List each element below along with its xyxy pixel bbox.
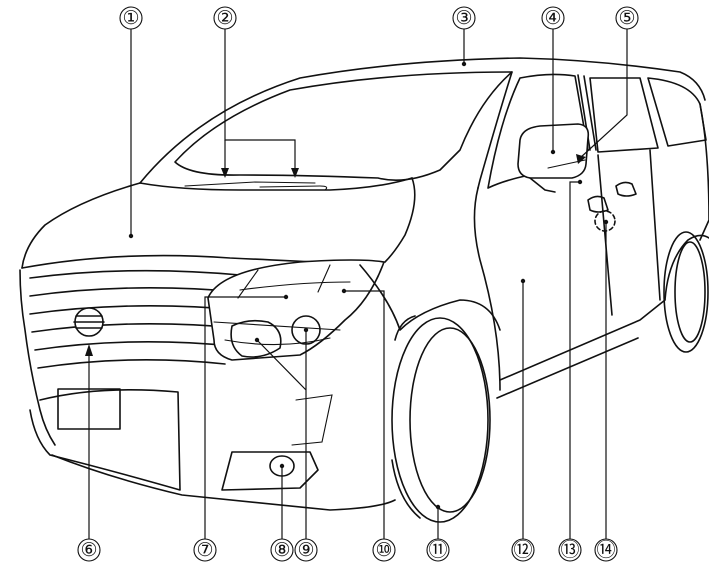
front-door-handle	[587, 195, 609, 213]
rear-quarter-window	[647, 77, 707, 147]
leader-2	[224, 28, 296, 176]
side-marker-fascia	[291, 394, 333, 446]
headlamp-line-upper	[239, 281, 351, 291]
callout-11: ⑪	[428, 539, 447, 561]
side-mirror-base	[529, 177, 556, 193]
callout-9: ⑨	[297, 539, 314, 561]
cowl-line	[139, 177, 413, 191]
body-side-line	[473, 187, 501, 391]
leader-5	[579, 28, 628, 159]
hood-outline	[21, 182, 141, 269]
callout-2: ②	[216, 7, 233, 29]
a-pillar	[477, 71, 513, 189]
windshield-outline	[174, 71, 513, 182]
rocker-panel	[499, 299, 666, 381]
front-bumper	[29, 388, 181, 491]
callout-7: ⑦	[196, 539, 213, 561]
callout-10: ⑩	[375, 539, 392, 561]
bumper-lower-edge	[51, 454, 396, 511]
sliding-door-handle	[615, 181, 637, 197]
callout-3: ③	[455, 7, 472, 29]
sliding-door-outline	[597, 149, 661, 316]
door-request-switch	[594, 210, 616, 232]
front-wheel	[391, 315, 491, 523]
rear-fender	[664, 234, 709, 301]
callout-1: ①	[122, 7, 139, 29]
callout-14: ⑭	[596, 539, 615, 561]
headlamp-line-mid	[237, 264, 331, 299]
low-beam-reflector	[230, 319, 282, 358]
callout-labels: ① ② ③ ④ ⑤ ⑥ ⑦ ⑧ ⑨ ⑩ ⑪ ⑫ ⑬ ⑭	[77, 6, 639, 562]
callout-13: ⑬	[560, 539, 579, 561]
callout-5: ⑤	[618, 7, 635, 29]
sill-lower	[496, 337, 639, 399]
headlamp-contour	[213, 321, 341, 346]
leader-10	[344, 290, 385, 540]
leader-lines	[85, 28, 628, 540]
callout-12: ⑫	[513, 539, 532, 561]
rear-corner	[699, 103, 709, 241]
leader-7	[204, 296, 286, 540]
wiper-blade-right	[259, 185, 328, 191]
sliding-door-window	[589, 77, 659, 153]
rear-wheel	[663, 231, 709, 353]
leader-9	[256, 330, 307, 540]
front-grille	[19, 269, 241, 446]
callout-6: ⑥	[80, 539, 97, 561]
hood-right-edge	[384, 177, 416, 263]
leader-13	[569, 181, 580, 540]
callout-4: ④	[544, 7, 561, 29]
headlamp-housing	[207, 259, 385, 361]
wiper-blade-left	[184, 181, 316, 187]
front-emblem	[73, 307, 105, 337]
fog-lamp-housing	[221, 451, 319, 491]
callout-8: ⑧	[273, 539, 290, 561]
